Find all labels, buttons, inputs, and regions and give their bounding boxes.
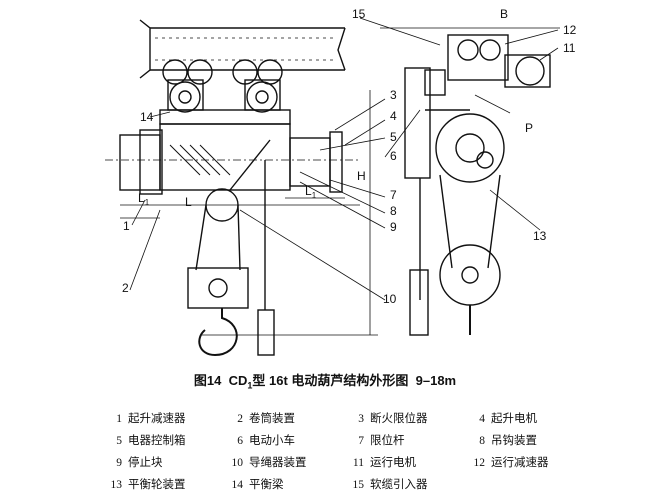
legend-item: 7 限位杆	[350, 432, 471, 448]
legend-item: 2 卷筒装置	[229, 410, 350, 426]
dimension-lines-left	[120, 90, 378, 336]
legend-text: 起升电机	[491, 413, 537, 425]
callout-1: 1	[123, 219, 130, 233]
legend-number: 15	[352, 479, 365, 491]
legend-item: 11 运行电机	[350, 454, 471, 470]
callout-9: 9	[390, 220, 397, 234]
legend-item: 4 起升电机	[471, 410, 592, 426]
caption-page: 9–18m	[415, 373, 457, 388]
legend-number: 11	[352, 457, 364, 469]
hoist-structure-drawing: B H L L1 L1 P 1 2 3 4 5 6 7 8 9 10 11 12…	[105, 7, 577, 357]
end-view	[380, 27, 560, 336]
legend-number: 1	[116, 413, 122, 425]
legend-number: 9	[116, 457, 122, 469]
legend-number: 2	[237, 413, 243, 425]
legend-text: 软缆引入器	[370, 479, 428, 491]
dim-l1-right: L1	[305, 184, 317, 200]
legend-item: 13 平衡轮装置	[108, 476, 229, 492]
legend-text: 平衡轮装置	[128, 479, 186, 491]
legend-text: 运行减速器	[491, 457, 549, 469]
caption-rest: 型 16t 电动葫芦结构外形图	[252, 373, 409, 388]
legend-item: 12 运行减速器	[471, 454, 592, 470]
legend-number: 10	[231, 457, 244, 469]
legend-text: 吊钩装置	[491, 435, 537, 447]
callout-2: 2	[122, 281, 129, 295]
callout-leaders	[129, 17, 559, 301]
legend-number: 14	[231, 479, 244, 491]
figure-caption: 图14 CD1型 16t 电动葫芦结构外形图 9–18m	[0, 370, 650, 391]
callout-4: 4	[390, 109, 397, 123]
callout-14: 14	[140, 110, 154, 124]
legend-text: 运行电机	[370, 457, 416, 469]
legend-text: 导绳器装置	[249, 457, 307, 469]
callout-11: 11	[563, 41, 576, 55]
legend-item: 3 断火限位器	[350, 410, 471, 426]
hoist-body	[105, 123, 360, 195]
legend-item: 1 起升减速器	[108, 410, 229, 426]
legend-item: 9 停止块	[108, 454, 229, 470]
legend-text: 平衡梁	[249, 479, 284, 491]
legend-item: 14 平衡梁	[229, 476, 350, 492]
trolley-wheels	[162, 59, 283, 113]
callout-8: 8	[390, 204, 397, 218]
callout-5: 5	[390, 130, 397, 144]
caption-model: CD	[228, 373, 248, 388]
callout-12: 12	[563, 23, 577, 37]
legend-text: 起升减速器	[128, 413, 186, 425]
dim-h: H	[357, 169, 366, 183]
callout-6: 6	[390, 149, 397, 163]
legend-number: 5	[116, 435, 122, 447]
caption-model-sub: 1	[247, 380, 253, 391]
dim-l: L	[185, 195, 192, 209]
equalizer-beam	[159, 109, 291, 125]
legend-item: 8 吊钩装置	[471, 432, 592, 448]
legend-text: 停止块	[128, 457, 163, 469]
callout-10: 10	[383, 292, 397, 306]
i-beam-track	[139, 19, 346, 79]
legend-number: 3	[358, 413, 364, 425]
legend-text: 限位杆	[370, 435, 405, 447]
legend-item: 15 软缆引入器	[350, 476, 471, 492]
dim-b: B	[500, 7, 508, 21]
parts-legend: 1 起升减速器 2 卷筒装置 3 断火限位器 4 起升电机 5 电器控制箱 6 电动小车 7 限位杆 8 吊钩…	[108, 410, 628, 492]
caption-figure: 图14	[193, 373, 222, 388]
callout-15: 15	[352, 7, 366, 21]
legend-number: 4	[479, 413, 485, 425]
legend-text: 卷筒装置	[249, 413, 295, 425]
legend-number: 13	[110, 479, 123, 491]
legend-text: 电器控制箱	[128, 435, 186, 447]
dim-l1-left: L1	[138, 191, 150, 207]
legend-item: 6 电动小车	[229, 432, 350, 448]
callout-13: 13	[533, 229, 547, 243]
legend-item: 10 导绳器装置	[229, 454, 350, 470]
legend-number: 12	[473, 457, 486, 469]
callout-7: 7	[390, 188, 397, 202]
legend-number: 6	[237, 435, 243, 447]
legend-text: 断火限位器	[370, 413, 428, 425]
pendant	[257, 160, 275, 356]
legend-number: 8	[479, 435, 485, 447]
legend-text: 电动小车	[249, 435, 295, 447]
legend-number: 7	[358, 435, 364, 447]
callout-3: 3	[390, 88, 397, 102]
legend-item: 5 电器控制箱	[108, 432, 229, 448]
dim-p: P	[525, 121, 533, 135]
